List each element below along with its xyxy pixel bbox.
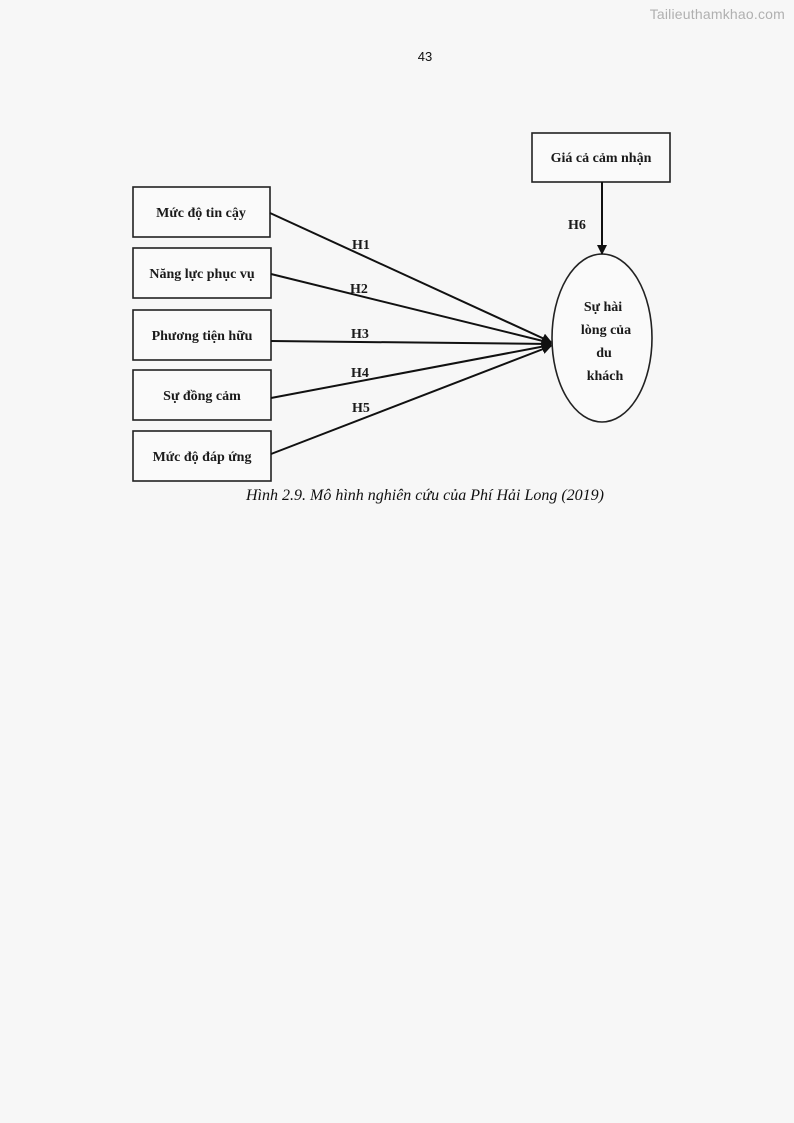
arrow-h2 bbox=[270, 273, 552, 346]
factor-box-reliability: Mức độ tin cậy bbox=[132, 186, 271, 238]
factor-label-tangibles: Phương tiện hữu bbox=[152, 329, 253, 344]
outcome-line-3: du bbox=[596, 346, 612, 361]
arrow-h5 bbox=[270, 344, 552, 455]
arrow-h1 bbox=[269, 212, 552, 343]
outcome-line-1: Sự hài bbox=[584, 300, 622, 315]
factor-box-responsiveness: Mức độ đáp ứng bbox=[132, 430, 272, 482]
factor-label-responsiveness: Mức độ đáp ứng bbox=[153, 450, 252, 465]
satisfaction-ellipse: Sự hài lòng của du khách bbox=[551, 253, 653, 423]
watermark: Tailieuthamkhao.com bbox=[649, 6, 785, 22]
price-perception-label: Giá cả cảm nhận bbox=[551, 151, 652, 166]
factor-label-empathy: Sự đồng cảm bbox=[163, 389, 241, 404]
page-number: 43 bbox=[417, 49, 433, 64]
label-h6: H6 bbox=[568, 218, 586, 233]
factor-label-reliability: Mức độ tin cậy bbox=[156, 206, 246, 221]
factor-box-empathy: Sự đồng cảm bbox=[132, 369, 272, 421]
arrow-h4 bbox=[270, 341, 552, 399]
label-h3: H3 bbox=[351, 327, 369, 342]
arrow-h3 bbox=[270, 338, 552, 349]
factor-box-competence: Năng lực phục vụ bbox=[132, 247, 272, 299]
label-h1: H1 bbox=[352, 238, 370, 253]
outcome-line-4: khách bbox=[587, 369, 624, 384]
factor-label-competence: Năng lực phục vụ bbox=[149, 267, 254, 282]
figure-caption: Hình 2.9. Mô hình nghiên cứu của Phí Hải… bbox=[245, 487, 605, 504]
label-h4: H4 bbox=[351, 366, 369, 381]
outcome-line-2: lòng của bbox=[581, 323, 631, 338]
price-perception-box: Giá cả cảm nhận bbox=[531, 132, 671, 183]
label-h5: H5 bbox=[352, 401, 370, 416]
factor-box-tangibles: Phương tiện hữu bbox=[132, 309, 272, 361]
label-h2: H2 bbox=[350, 282, 368, 297]
